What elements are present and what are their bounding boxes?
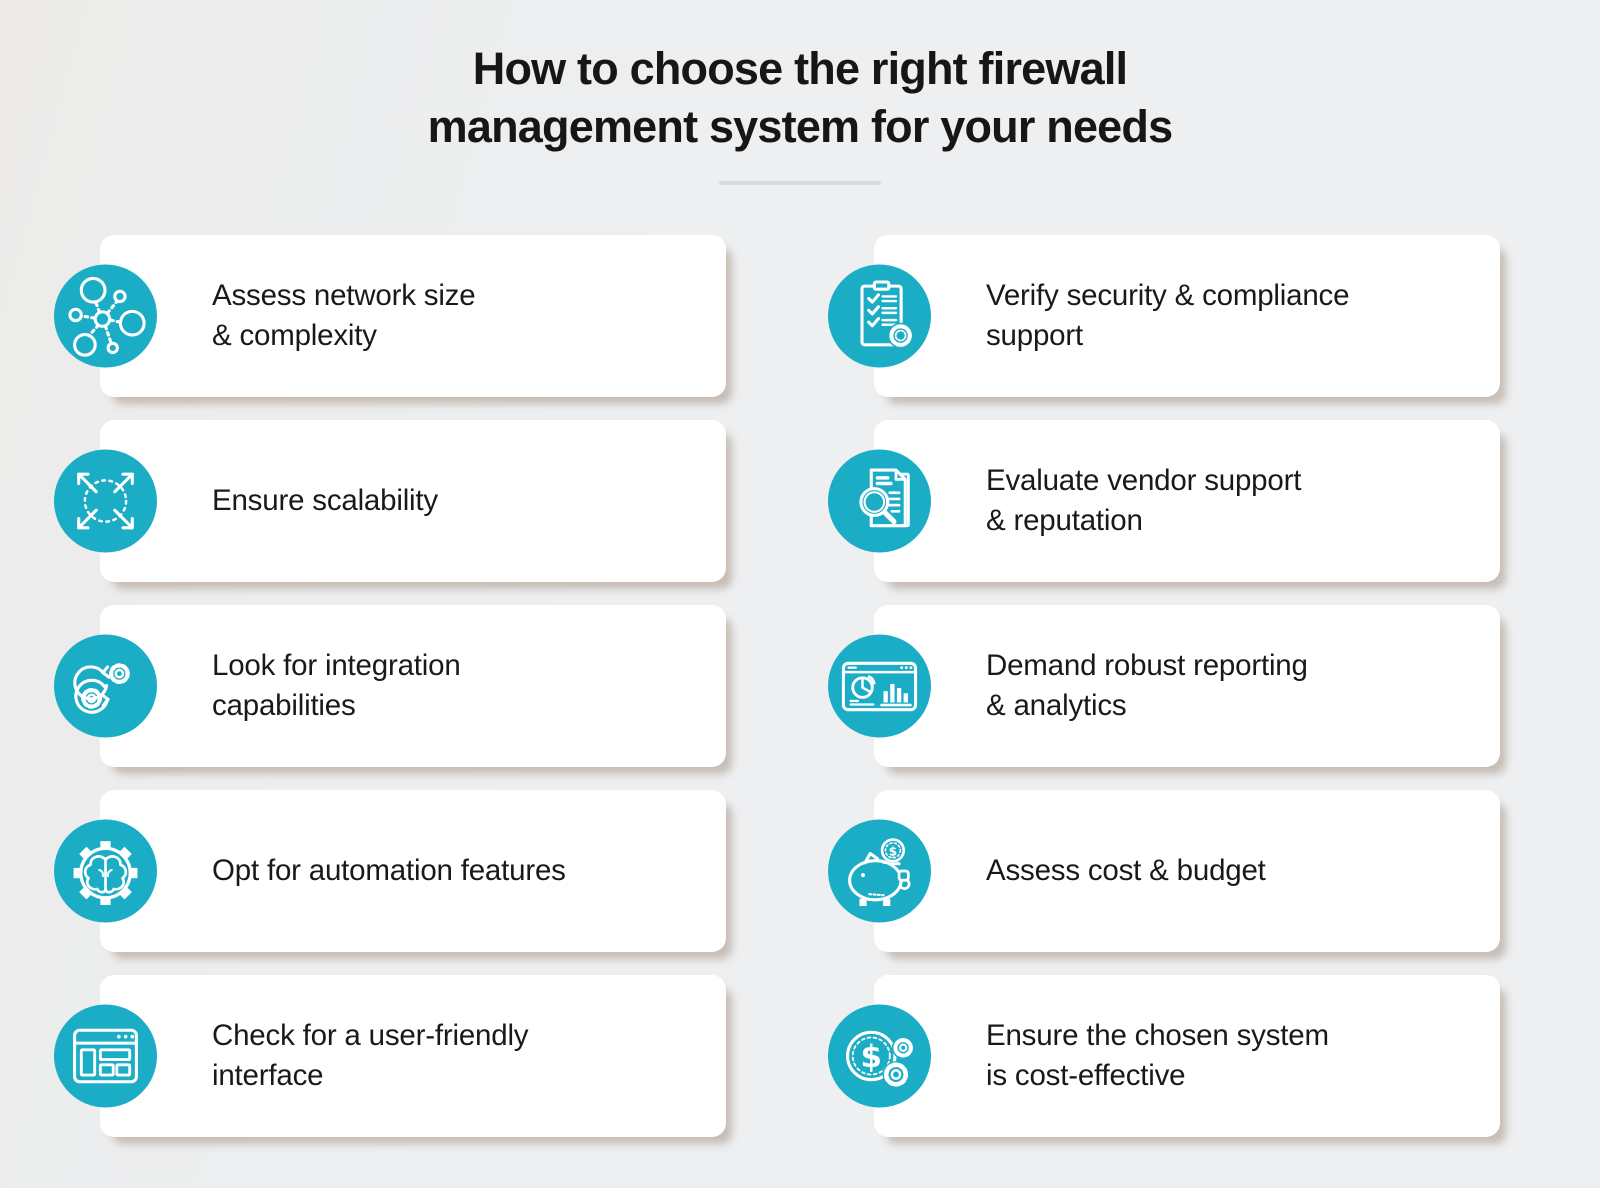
card-label: Evaluate vendor support & reputation	[986, 463, 1302, 538]
browser-window-icon	[54, 1004, 157, 1108]
dollar-gears-icon: $	[828, 1004, 931, 1108]
cards-grid: Assess network size & complexity Verify …	[54, 235, 1500, 1138]
card-label: Opt for automation features	[212, 853, 566, 887]
card-item: Ensure scalability	[54, 420, 726, 583]
card-item: $ Assess cost & budget	[828, 790, 1500, 953]
analytics-dashboard-icon	[828, 634, 931, 738]
title-divider	[719, 181, 881, 186]
svg-text:$: $	[861, 1039, 883, 1075]
page-title-line2: management system for your needs	[427, 100, 1173, 152]
card-item: Opt for automation features	[54, 790, 726, 953]
integration-gears-icon	[54, 634, 157, 738]
piggy-bank-icon: $	[828, 819, 931, 923]
page-title-line1: How to choose the right firewall	[472, 43, 1128, 94]
document-magnifier-icon	[828, 449, 931, 553]
card-label: Demand robust reporting & analytics	[986, 648, 1308, 723]
card-item: Look for integration capabilities	[54, 605, 726, 768]
card-item: Demand robust reporting & analytics	[828, 605, 1500, 768]
gear-brain-icon	[54, 819, 157, 923]
card-label: Ensure scalability	[212, 483, 438, 517]
card-item: Verify security & compliance support	[828, 235, 1500, 398]
page-title: How to choose the right firewall managem…	[0, 0, 1600, 155]
card-label: Verify security & compliance support	[986, 278, 1350, 353]
card-label: Look for integration capabilities	[212, 648, 461, 723]
card-item: Assess network size & complexity	[54, 235, 726, 398]
card-item: Evaluate vendor support & reputation	[828, 420, 1500, 583]
card-label: Ensure the chosen system is cost-effecti…	[986, 1018, 1329, 1093]
network-icon	[54, 264, 157, 368]
svg-text:$: $	[889, 845, 898, 859]
card-label: Check for a user-friendly interface	[212, 1018, 529, 1093]
card-item: $ Ensure the chosen system is cost-effec…	[828, 975, 1500, 1138]
card-item: Check for a user-friendly interface	[54, 975, 726, 1138]
card-label: Assess cost & budget	[986, 853, 1266, 887]
expand-arrows-icon	[54, 449, 157, 553]
compliance-checklist-icon	[828, 264, 931, 368]
card-label: Assess network size & complexity	[212, 278, 476, 353]
